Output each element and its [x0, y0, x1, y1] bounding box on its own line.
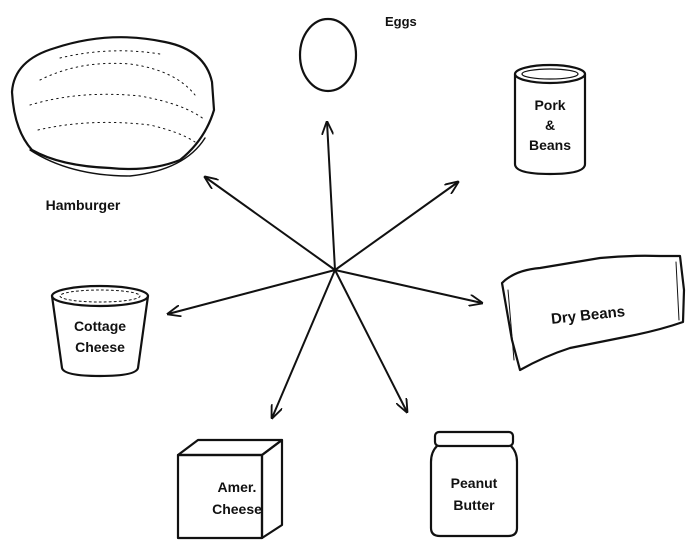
arrow-to-pork-and-beans [335, 182, 458, 270]
arrow-to-dry-beans [335, 270, 482, 303]
peanut-butter-group: Peanut Butter [431, 432, 517, 536]
eggs-label: Eggs [385, 14, 417, 29]
arrows [168, 122, 482, 418]
arrow-to-hamburger [205, 177, 335, 270]
arrow-to-cottage-cheese [168, 270, 335, 314]
arrow-to-peanut-butter [335, 270, 407, 412]
cottage-label-line2: Cheese [75, 339, 125, 355]
cottage-label-line1: Cottage [74, 318, 126, 334]
amer-label-line2: Cheese [212, 501, 262, 517]
amer-cheese-group: Amer. Cheese [178, 440, 282, 538]
dry-beans-group: Dry Beans [502, 256, 684, 370]
arrow-to-eggs [327, 122, 335, 270]
dry-beans-label: Dry Beans [550, 303, 626, 328]
eggs-group: Eggs [300, 14, 417, 91]
egg-icon [300, 19, 356, 91]
peanut-label-line2: Butter [453, 497, 495, 513]
hamburger-group: Hamburger [12, 37, 214, 213]
amer-label-line1: Amer. [218, 479, 257, 495]
pork-label-line2: & [545, 117, 555, 133]
pork-label-line1: Pork [534, 97, 565, 113]
pork-and-beans-group: Pork & Beans [515, 65, 585, 174]
hamburger-tray-icon [12, 37, 214, 176]
arrow-to-amer-cheese [272, 270, 335, 418]
hamburger-label: Hamburger [46, 197, 121, 213]
pork-label-line3: Beans [529, 137, 571, 153]
cottage-cheese-group: Cottage Cheese [52, 286, 148, 376]
peanut-label-line1: Peanut [451, 475, 498, 491]
